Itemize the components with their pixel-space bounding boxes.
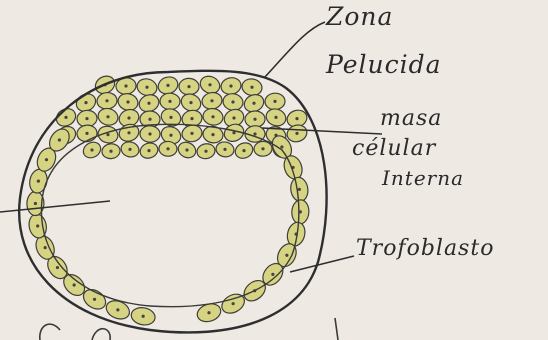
- cell-nucleus: [109, 150, 112, 153]
- cell-nucleus: [93, 298, 96, 301]
- cell-nucleus: [127, 116, 130, 119]
- cell-nucleus: [166, 147, 169, 150]
- cell-nucleus: [148, 132, 151, 135]
- cell-nucleus: [185, 148, 188, 151]
- cell-nucleus: [90, 148, 93, 151]
- cell-nucleus: [84, 101, 87, 104]
- cell-nucleus: [190, 117, 193, 120]
- cell-nucleus: [34, 202, 37, 205]
- zona-label-line2: Pelucida: [326, 50, 442, 79]
- cell-nucleus: [232, 302, 235, 305]
- cell-nucleus: [211, 115, 214, 118]
- zona-pointer-line: [264, 22, 325, 78]
- cell-nucleus: [253, 118, 256, 121]
- cell-nucleus: [232, 116, 235, 119]
- cell-nucleus: [223, 148, 226, 151]
- cell-nucleus: [148, 118, 151, 121]
- zona-label-line1: Zona: [326, 2, 393, 31]
- cell-nucleus: [145, 86, 148, 89]
- cell-nucleus: [56, 266, 59, 269]
- cell-nucleus: [37, 180, 40, 183]
- cell-nucleus: [207, 311, 210, 314]
- cell-nucleus: [232, 131, 235, 134]
- cell-nucleus: [106, 115, 109, 118]
- cell-nucleus: [45, 158, 48, 161]
- cell-nucleus: [142, 315, 145, 318]
- cell-nucleus: [106, 133, 109, 136]
- cell-nucleus: [295, 117, 298, 120]
- cell-nucleus: [252, 102, 255, 105]
- cell-nucleus: [128, 148, 131, 151]
- cell-nucleus: [242, 149, 245, 152]
- cell-nucleus: [190, 132, 193, 135]
- cell-nucleus: [58, 138, 61, 141]
- cell-nucleus: [169, 134, 172, 137]
- cell-nucleus: [298, 188, 301, 191]
- cell-nucleus: [210, 99, 213, 102]
- masa-label-line1: masa: [380, 106, 442, 131]
- cavity-pointer-line: [0, 201, 110, 212]
- cell-nucleus: [116, 308, 119, 311]
- cell-nucleus: [211, 133, 214, 136]
- cell-nucleus: [127, 131, 130, 134]
- cell-nucleus: [168, 100, 171, 103]
- cell-nucleus: [124, 84, 127, 87]
- cell-nucleus: [147, 102, 150, 105]
- cell-nucleus: [36, 224, 39, 227]
- bottom-scribble: [40, 318, 338, 340]
- cell-nucleus: [166, 84, 169, 87]
- cell-nucleus: [187, 85, 190, 88]
- cell-nucleus: [208, 83, 211, 86]
- cell-nucleus: [204, 150, 207, 153]
- cell-nucleus: [274, 116, 277, 119]
- cell-nucleus: [73, 283, 76, 286]
- cell-nucleus: [285, 254, 288, 257]
- cell-nucleus: [147, 149, 150, 152]
- cell-nucleus: [64, 116, 67, 119]
- cell-layer: [27, 73, 310, 327]
- trofoblasto-label: Trofoblasto: [356, 236, 494, 261]
- cell-nucleus: [271, 273, 274, 276]
- cell-nucleus: [280, 145, 283, 148]
- cell-nucleus: [231, 100, 234, 103]
- cell-nucleus: [229, 84, 232, 87]
- cell-nucleus: [169, 116, 172, 119]
- cell-nucleus: [105, 99, 108, 102]
- cell-nucleus: [189, 101, 192, 104]
- cell-nucleus: [85, 132, 88, 135]
- cell-nucleus: [126, 100, 129, 103]
- cell-nucleus: [85, 117, 88, 120]
- masa-label-line3: Interna: [382, 166, 464, 190]
- cell-nucleus: [295, 132, 298, 135]
- cell-nucleus: [261, 147, 264, 150]
- cell-nucleus: [250, 86, 253, 89]
- masa-label-line2: célular: [352, 136, 436, 161]
- cell-nucleus: [44, 246, 47, 249]
- cell-nucleus: [253, 132, 256, 135]
- cell-nucleus: [273, 100, 276, 103]
- trofoblasto-pointer-line: [290, 256, 354, 272]
